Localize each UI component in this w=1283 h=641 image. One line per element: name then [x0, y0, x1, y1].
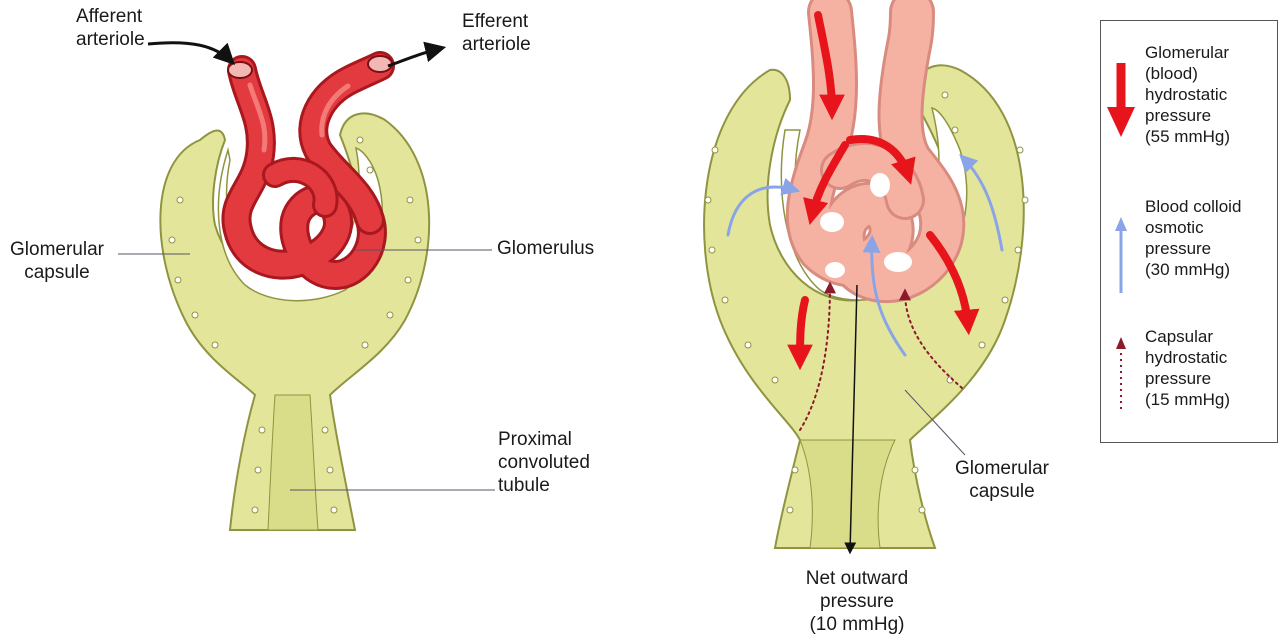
glomerulus-label: Glomerulus: [497, 237, 594, 260]
legend-capsular-arrow: [1116, 337, 1126, 409]
legend-osmotic-arrow: [1115, 217, 1127, 293]
legend-hydrostatic-arrow: [1107, 63, 1135, 137]
